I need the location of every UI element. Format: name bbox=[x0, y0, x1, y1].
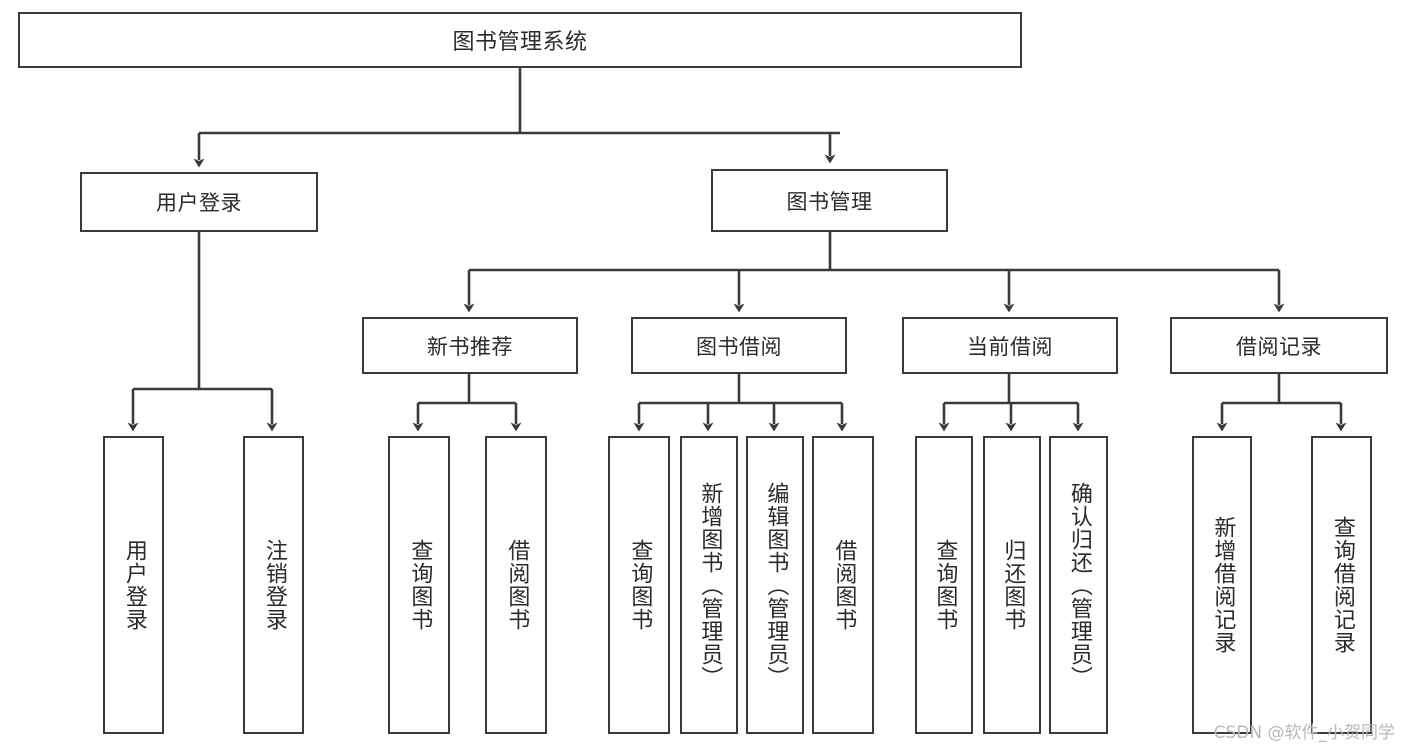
node-user-login[interactable]: 用户登录 bbox=[80, 172, 318, 232]
node-leaf-add-book[interactable]: 新增图书（管理员） bbox=[680, 436, 738, 734]
csdn-watermark: CSDN @软件_小贺同学 bbox=[1213, 723, 1395, 743]
node-leaf-return-book[interactable]: 归还图书 bbox=[983, 436, 1041, 734]
node-leaf-edit-book-label: 编辑图书（管理员） bbox=[763, 481, 789, 689]
node-new-book-recommend[interactable]: 新书推荐 bbox=[362, 317, 578, 374]
node-leaf-query-record-label: 查询借阅记录 bbox=[1329, 516, 1355, 654]
node-leaf-user-login[interactable]: 用户登录 bbox=[103, 436, 164, 734]
node-leaf-query-book-1-label: 查询图书 bbox=[407, 539, 433, 631]
node-leaf-add-record-label: 新增借阅记录 bbox=[1210, 516, 1236, 654]
node-leaf-add-record[interactable]: 新增借阅记录 bbox=[1192, 436, 1252, 734]
node-leaf-user-logout[interactable]: 注销登录 bbox=[243, 436, 304, 734]
node-leaf-confirm-return-label: 确认归还（管理员） bbox=[1066, 481, 1092, 689]
node-root[interactable]: 图书管理系统 bbox=[18, 12, 1022, 68]
node-leaf-return-book-label: 归还图书 bbox=[1000, 539, 1026, 631]
node-book-manage[interactable]: 图书管理 bbox=[711, 169, 948, 232]
node-leaf-query-record[interactable]: 查询借阅记录 bbox=[1311, 436, 1372, 734]
node-leaf-query-book-3[interactable]: 查询图书 bbox=[915, 436, 973, 734]
node-borrow-record[interactable]: 借阅记录 bbox=[1170, 317, 1388, 374]
node-leaf-borrow-book-1[interactable]: 借阅图书 bbox=[485, 436, 547, 734]
node-leaf-query-book-2[interactable]: 查询图书 bbox=[608, 436, 670, 734]
node-leaf-add-book-label: 新增图书（管理员） bbox=[697, 481, 723, 689]
node-leaf-borrow-book-2-label: 借阅图书 bbox=[831, 539, 857, 631]
node-leaf-query-book-2-label: 查询图书 bbox=[627, 539, 653, 631]
node-leaf-query-book-1[interactable]: 查询图书 bbox=[388, 436, 450, 734]
node-book-borrow[interactable]: 图书借阅 bbox=[631, 317, 847, 374]
node-leaf-user-login-label: 用户登录 bbox=[121, 539, 147, 631]
node-leaf-query-book-3-label: 查询图书 bbox=[932, 539, 958, 631]
node-leaf-confirm-return[interactable]: 确认归还（管理员） bbox=[1049, 436, 1108, 734]
node-current-borrow[interactable]: 当前借阅 bbox=[902, 317, 1118, 374]
node-leaf-borrow-book-2[interactable]: 借阅图书 bbox=[812, 436, 874, 734]
node-leaf-edit-book[interactable]: 编辑图书（管理员） bbox=[746, 436, 804, 734]
node-leaf-borrow-book-1-label: 借阅图书 bbox=[504, 539, 530, 631]
node-leaf-user-logout-label: 注销登录 bbox=[261, 539, 287, 631]
